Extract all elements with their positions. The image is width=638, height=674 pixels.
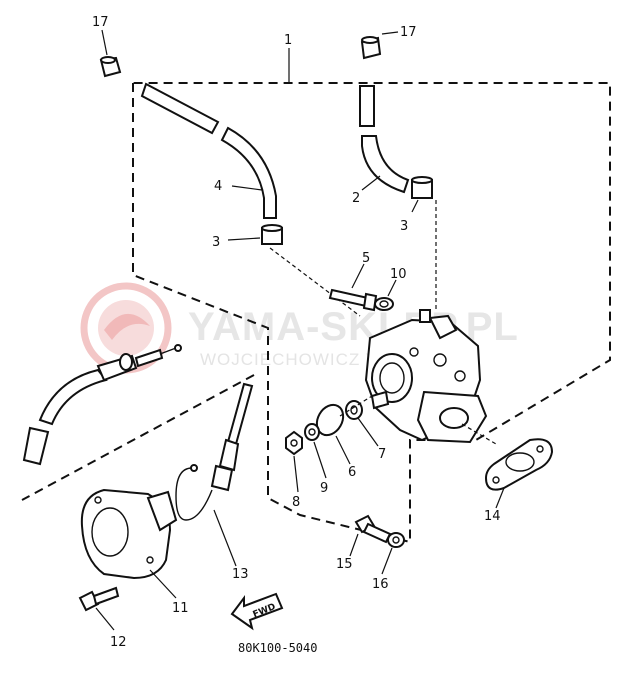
leader-6 <box>335 435 351 465</box>
part-11-cover <box>80 488 178 580</box>
watermark-logo-inner <box>98 300 154 356</box>
part-3-collar-right <box>411 176 433 199</box>
callout-16: 16 <box>372 577 389 592</box>
leader-16 <box>381 547 393 575</box>
leader-4 <box>231 185 263 191</box>
callout-15: 15 <box>336 557 353 572</box>
leader-13 <box>213 509 237 567</box>
part-7-washer <box>345 400 363 420</box>
callout-10: 10 <box>390 267 407 282</box>
part-6-plate <box>315 403 345 437</box>
part-13-cable <box>175 382 254 521</box>
leader-14 <box>495 487 505 509</box>
leader-12 <box>95 607 115 631</box>
diagram-code: 80K100-5040 <box>238 641 317 655</box>
callout-5: 5 <box>362 251 370 266</box>
leader-17b <box>381 31 399 35</box>
callout-3-right: 3 <box>400 219 408 234</box>
part-2-hose <box>359 85 410 194</box>
leader-5 <box>351 263 365 289</box>
callout-2: 2 <box>352 191 360 206</box>
part-12-screw <box>78 586 120 612</box>
assembly-boundary <box>132 82 611 544</box>
centerline-left <box>269 247 361 317</box>
leader-17a <box>101 29 108 56</box>
part-16-washer <box>387 532 405 548</box>
part-17-cap-left <box>99 56 122 78</box>
leader-11 <box>149 569 177 599</box>
callout-17-left: 17 <box>92 15 109 30</box>
leader-3a <box>227 237 261 241</box>
callout-13: 13 <box>232 567 249 582</box>
leader-2 <box>361 175 381 191</box>
callout-11: 11 <box>172 601 189 616</box>
part-10-washer <box>374 297 394 311</box>
part-9-washer <box>304 423 320 441</box>
callout-3-left: 3 <box>212 235 220 250</box>
callout-7: 7 <box>378 447 386 462</box>
part-4-hose <box>140 82 277 219</box>
part-14-gasket <box>484 438 554 491</box>
callout-1: 1 <box>284 33 292 48</box>
part-8-nut <box>285 430 303 456</box>
leader-8 <box>293 455 299 493</box>
callout-9: 9 <box>320 481 328 496</box>
part-3-collar-left <box>261 224 283 245</box>
leader-7 <box>357 417 379 447</box>
part-17-cap-right <box>360 36 382 60</box>
callout-6: 6 <box>348 465 356 480</box>
part-5-bolt <box>328 288 378 312</box>
callout-17-right: 17 <box>400 25 417 40</box>
oil-delivery-pipe <box>22 344 182 466</box>
watermark-logo-mark <box>104 313 150 340</box>
callout-4: 4 <box>214 179 222 194</box>
callout-8: 8 <box>292 495 300 510</box>
leader-9 <box>313 441 327 479</box>
callout-14: 14 <box>484 509 501 524</box>
part-1-oil-pump <box>364 309 488 444</box>
callout-12: 12 <box>110 635 127 650</box>
centerline-shaft <box>339 395 373 417</box>
leader-10 <box>387 279 397 297</box>
leader-3b <box>411 199 419 213</box>
leader-15 <box>349 533 359 557</box>
fwd-arrow-icon: FWD <box>230 592 284 631</box>
part-15-bolt <box>354 514 392 544</box>
